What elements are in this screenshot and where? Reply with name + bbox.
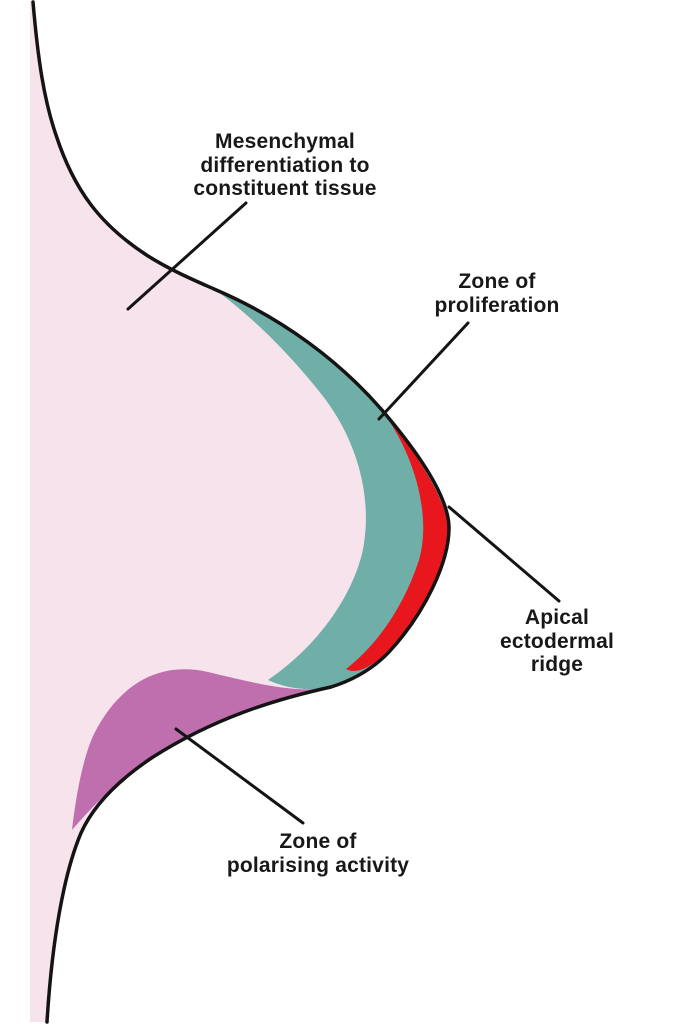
leader-line-aer	[447, 505, 561, 603]
zone-of-proliferation-region	[214, 289, 449, 690]
leader-line-mesenchymal	[126, 201, 248, 311]
zone-of-polarising-activity-region	[72, 669, 331, 830]
apical-ectodermal-ridge-region	[346, 408, 448, 671]
leader-line-zpa	[174, 727, 305, 825]
leader-line-proliferation	[377, 321, 470, 421]
body-outline	[31, 0, 451, 1024]
label-apical-ectodermal-ridge: Apical ectodermal ridge	[499, 606, 615, 677]
label-zone-of-proliferation: Zone of proliferation	[434, 270, 560, 317]
label-zone-of-polarising-activity: Zone of polarising activity	[226, 830, 410, 877]
label-mesenchymal-differentiation: Mesenchymal differentiation to constitue…	[193, 130, 377, 201]
